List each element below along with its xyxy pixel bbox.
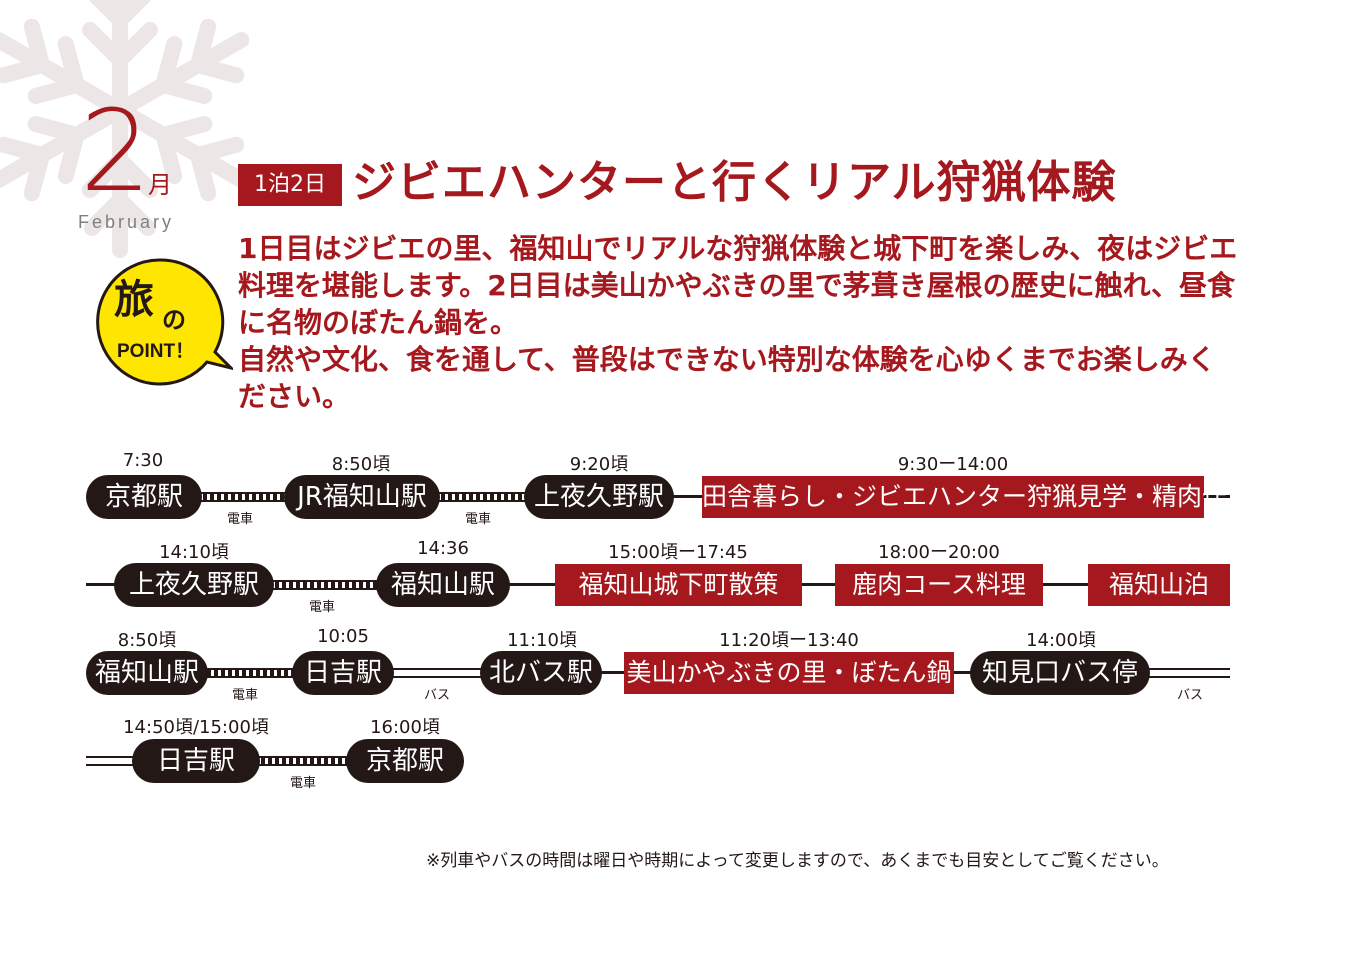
stop-hiyoshi: 日吉駅 — [292, 651, 394, 695]
footnote: ※列車やバスの時間は曜日や時期によって変更しますので、あくまでも目安としてご覧く… — [426, 851, 1169, 871]
time-label: 18:00ー20:00 — [878, 542, 1000, 563]
time-label: 7:30 — [122, 450, 164, 471]
connector-line — [1200, 495, 1230, 498]
train-line — [268, 580, 384, 590]
month-kanji: 月 — [148, 171, 172, 199]
time-label: 9:20頃 — [569, 454, 629, 475]
mode-label: バス — [423, 688, 451, 703]
time-label: 16:00頃 — [370, 717, 440, 738]
point-no: の — [162, 306, 186, 334]
train-line — [434, 492, 530, 502]
bus-line — [388, 668, 488, 678]
connector-line — [800, 583, 838, 586]
month-number: 2 — [80, 87, 151, 217]
time-label: 11:10頃 — [507, 630, 577, 651]
connector-line — [666, 495, 706, 498]
page-title: ジビエハンターと行くリアル狩猟体験 — [352, 157, 1117, 208]
activity-hunting: 田舎暮らし・ジビエハンター狩猟見学・精肉作業見学 — [702, 476, 1302, 518]
description-para-2: 自然や文化、食を通して、普段はできない特別な体験を心ゆくまでお楽しみください。 — [238, 343, 1216, 413]
connector-line — [86, 583, 126, 586]
time-label: 14:50頃/15:00頃 — [123, 717, 269, 738]
point-bubble-icon — [96, 258, 233, 386]
train-line — [254, 756, 354, 766]
mode-label: 電車 — [289, 776, 317, 791]
month-english: February — [78, 212, 175, 232]
mode-label: 電車 — [231, 688, 259, 703]
stop-fukuchiyama: 福知山駅 — [86, 651, 208, 695]
mode-label: バス — [1176, 688, 1204, 703]
nights-badge: 1泊2日 — [238, 164, 342, 206]
stop-hiyoshi: 日吉駅 — [132, 739, 260, 783]
train-line — [196, 492, 292, 502]
connector-line — [952, 671, 976, 674]
snowflake-icon — [0, 0, 270, 260]
stop-chikenguchi-bus: 知見口バス停 — [970, 651, 1150, 695]
description: 1日目はジビエの里、福知山でリアルな狩猟体験と城下町を楽しみ、夜はジビエ料理を堪… — [238, 230, 1238, 415]
bus-line — [1144, 668, 1230, 678]
stop-kamiyakuno: 上夜久野駅 — [114, 563, 274, 607]
mode-label: 電車 — [308, 600, 336, 615]
mode-label: 電車 — [464, 512, 492, 527]
point-kanji: 旅 — [114, 277, 154, 323]
stop-kyoto: 京都駅 — [86, 475, 202, 519]
activity-miyama: 美山かやぶきの里・ぼたん鍋 — [624, 652, 954, 694]
point-english: POINT！ — [117, 341, 195, 362]
time-label: 14:00頃 — [1026, 630, 1096, 651]
mode-label: 電車 — [226, 512, 254, 527]
stop-kamiyakuno: 上夜久野駅 — [524, 475, 674, 519]
time-label: 15:00頃ー17:45 — [608, 542, 748, 563]
stop-kyoto: 京都駅 — [346, 739, 464, 783]
time-label: 14:10頃 — [159, 542, 229, 563]
description-para-1: 1日目はジビエの里、福知山でリアルな狩猟体験と城下町を楽しみ、夜はジビエ料理を堪… — [238, 232, 1238, 339]
time-label: 8:50頃 — [331, 454, 391, 475]
connector-line — [506, 583, 558, 586]
bus-line — [86, 756, 138, 766]
time-label: 9:30ー14:00 — [897, 454, 1009, 475]
activity-castle-town: 福知山城下町散策 — [555, 564, 802, 606]
stop-jr-fukuchiyama: JR福知山駅 — [284, 475, 440, 519]
time-label: 10:05 — [317, 626, 369, 647]
time-label: 14:36 — [417, 538, 469, 559]
train-line — [200, 668, 300, 678]
stop-kita-bus: 北バス駅 — [480, 651, 602, 695]
activity-venison-course: 鹿肉コース料理 — [835, 564, 1043, 606]
connector-line — [596, 671, 626, 674]
stop-fukuchiyama: 福知山駅 — [376, 563, 510, 607]
time-label: 8:50頃 — [117, 630, 177, 651]
time-label: 11:20頃ー13:40 — [719, 630, 859, 651]
activity-fukuchiyama-stay: 福知山泊 — [1088, 564, 1230, 606]
connector-line — [1042, 583, 1092, 586]
